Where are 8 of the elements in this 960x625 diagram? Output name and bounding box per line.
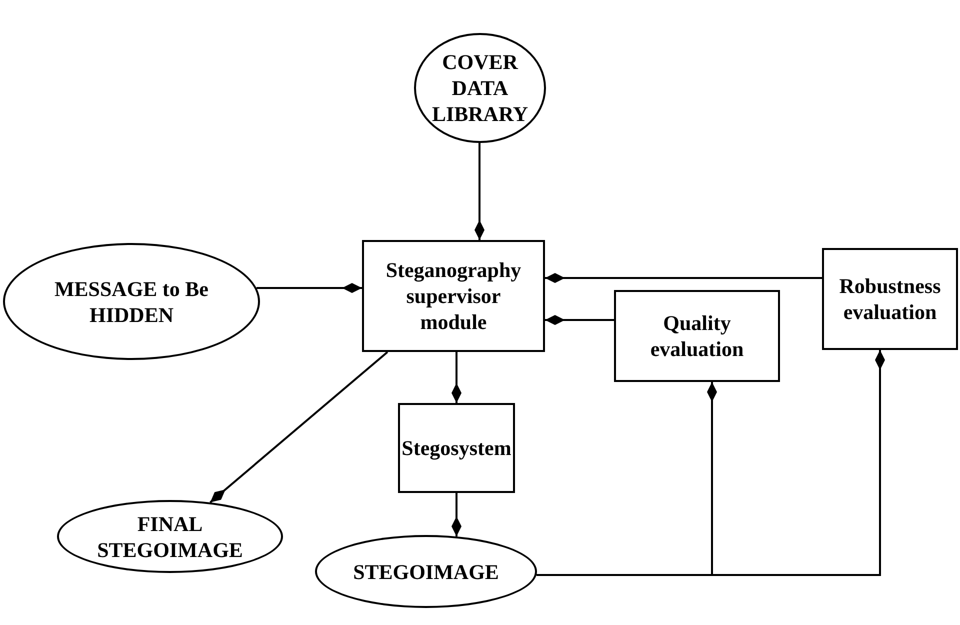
ellipse-node: FINAL STEGOIMAGE <box>57 500 283 573</box>
process-box: Quality evaluation <box>614 290 780 382</box>
ellipse-node: COVER DATA LIBRARY <box>414 33 546 143</box>
process-box: Robustness evaluation <box>822 248 958 350</box>
ellipse-node: MESSAGE to Be HIDDEN <box>3 243 260 360</box>
process-box: Stegosystem <box>398 403 515 493</box>
ellipse-node: STEGOIMAGE <box>315 535 537 608</box>
process-box: Steganography supervisor module <box>362 240 545 352</box>
